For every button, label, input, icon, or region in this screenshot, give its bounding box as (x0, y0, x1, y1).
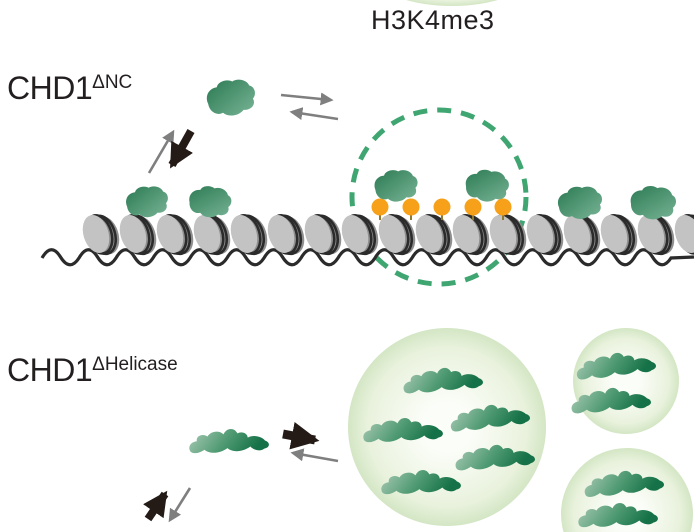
chd1-dnc-protein-icon (629, 184, 677, 221)
rebinding-weak-arrow-icon (168, 487, 192, 523)
h3k4me3-label: H3K4me3 (371, 5, 495, 35)
condensation-strong-arrow-icon (282, 421, 320, 450)
equilibrium-reverse-arrow-icon (289, 107, 339, 121)
chd1-dnc-protein-icon (373, 168, 419, 204)
droplet-circle (573, 328, 679, 434)
chd1-dnc-protein-icon (187, 184, 233, 220)
chd1-dnc-label-base: CHD1 (7, 70, 93, 106)
h3k4me3-mark-icon (402, 198, 420, 216)
condensate-droplet (569, 328, 679, 434)
equilibrium-forward-arrow-icon (280, 92, 334, 106)
h3k4me3-mark-icon (371, 198, 389, 216)
release-strong-arrow-icon (143, 490, 169, 522)
chd1-dnc-free-protein-icon (204, 76, 258, 119)
h3k4me3-mark-icon (433, 198, 451, 216)
h3k4me3-mark-icon (494, 198, 512, 216)
chd1-dnc-protein-icon (556, 184, 604, 221)
chd1-dnc-label: CHD1ΔNC (7, 70, 132, 107)
reaction-arrows (143, 92, 339, 523)
condensation-reverse-arrow-icon (290, 448, 339, 463)
chd1-dnc-protein-icon (124, 184, 170, 220)
chd1-dhelicase-label-sup: ΔHelicase (92, 354, 178, 375)
nucleosome-icon (669, 210, 694, 259)
condensate-droplet (348, 328, 546, 526)
chd1-dhelicase-label: CHD1ΔHelicase (7, 352, 178, 389)
h3k4me3-region-dashed-circle-icon (349, 107, 529, 287)
chd1-dhelicase-label-base: CHD1 (7, 352, 93, 388)
h3k4me3-mark-icon (464, 198, 482, 216)
chd1-dnc-label-sup: ΔNC (92, 72, 133, 93)
chd1-dhelicase-free-protein-icon (188, 426, 270, 456)
cropped-droplet-edge-top (406, 0, 498, 6)
condensate-droplet (561, 448, 693, 532)
chd1-dnc-protein-icon (464, 168, 511, 204)
binding-strong-arrow-icon (168, 129, 195, 169)
dna-strand (40, 248, 694, 267)
dissociation-weak-arrow-icon (147, 129, 175, 174)
